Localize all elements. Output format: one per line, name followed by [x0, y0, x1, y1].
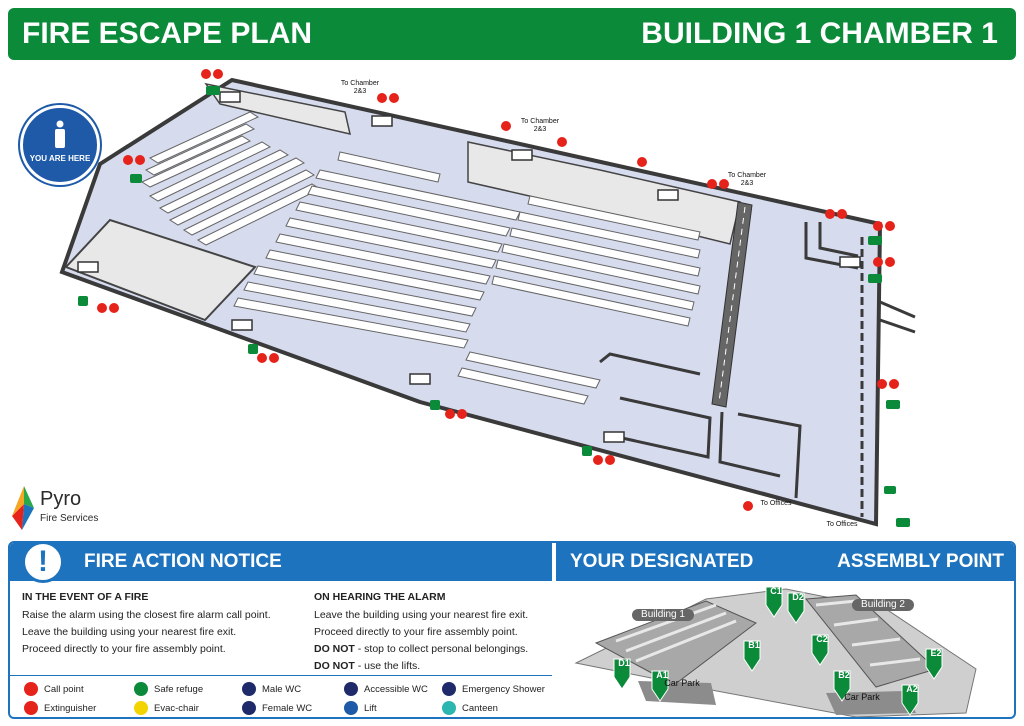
notice-bar: ! FIRE ACTION NOTICE	[10, 543, 552, 583]
assembly-title-right: ASSEMBLY POINT	[837, 551, 1004, 572]
alarm-heading: ON HEARING THE ALARM	[314, 591, 446, 603]
room-upper-left	[204, 82, 351, 135]
label-to-offices-b: To Offices	[826, 521, 858, 528]
safe-refuge-icon	[134, 682, 148, 696]
brand-name: Pyro	[40, 488, 82, 510]
legend: Call point Extinguisher Safe refuge Evac…	[10, 675, 552, 717]
legend-extinguisher: Extinguisher	[24, 701, 96, 715]
female-wc-icon	[242, 701, 256, 715]
alarm-line: Proceed directly to your fire assembly p…	[314, 626, 518, 638]
notice-title: FIRE ACTION NOTICE	[84, 551, 282, 572]
alarm-line: Leave the building using your nearest fi…	[314, 609, 529, 621]
racks-centre	[233, 151, 601, 405]
evac-chair-icon	[134, 701, 148, 715]
building-stripes	[615, 599, 921, 667]
you-are-here-text: YOU ARE HERE	[29, 154, 91, 163]
car-park-1-label: Car Park	[664, 678, 700, 688]
legend-safe-refuge: Safe refuge	[134, 682, 203, 696]
interior-walls	[599, 222, 916, 517]
racks-right	[491, 195, 701, 327]
label-to-chamber-b: To Chamber 2&3	[520, 118, 560, 133]
extinguisher-icon	[24, 701, 38, 715]
building-2-label: Building 2	[852, 599, 914, 611]
event-line: Proceed directly to your fire assembly p…	[22, 643, 226, 655]
info-panel: ! FIRE ACTION NOTICE YOUR DESIGNATED ASS…	[8, 541, 1016, 719]
point-d1: D1	[618, 658, 630, 668]
legend-accessible-wc: Accessible WC	[344, 682, 428, 696]
event-heading: IN THE EVENT OF A FIRE	[22, 591, 149, 603]
plan-title: FIRE ESCAPE PLAN	[22, 17, 313, 50]
alarm-column: ON HEARING THE ALARM Leave the building …	[314, 589, 549, 675]
pyro-logo-icon	[12, 486, 34, 530]
floor-plan	[59, 69, 916, 527]
building-title: BUILDING 1 CHAMBER 1	[641, 17, 998, 50]
room-top-right	[467, 141, 741, 245]
room-left	[64, 218, 257, 322]
point-c2: C2	[816, 634, 828, 644]
emergency-shower-icon	[442, 682, 456, 696]
legend-evac-chair: Evac-chair	[134, 701, 199, 715]
assembly-bar: YOUR DESIGNATED ASSEMBLY POINT	[556, 543, 1014, 581]
point-c1: C1	[770, 586, 782, 596]
male-wc-icon	[242, 682, 256, 696]
brand-sub: Fire Services	[40, 513, 99, 524]
call-point-icon	[24, 682, 38, 696]
fire-markers	[97, 69, 899, 511]
person-icon	[55, 120, 65, 148]
exit-markers	[78, 86, 910, 527]
header-bar: FIRE ESCAPE PLAN BUILDING 1 CHAMBER 1	[8, 8, 1016, 60]
racks-left	[140, 111, 322, 246]
corridor	[711, 201, 753, 408]
point-a2: A2	[906, 684, 918, 694]
legend-male-wc: Male WC	[242, 682, 301, 696]
label-to-chamber-c: To Chamber 2&3	[727, 172, 767, 187]
point-a1: A1	[656, 670, 668, 680]
event-line: Leave the building using your nearest fi…	[22, 626, 237, 638]
legend-call-point: Call point	[24, 682, 84, 696]
assembly-title-left: YOUR DESIGNATED	[570, 551, 754, 572]
assembly-pins	[613, 586, 943, 716]
car-park-2-area	[826, 691, 916, 715]
assembly-map	[574, 586, 977, 717]
donot-line: DO NOT - use the lifts.	[314, 660, 421, 672]
label-to-offices-a: To Offices	[760, 500, 792, 507]
brand-logo: Pyro Fire Services	[10, 486, 120, 532]
lift-icon	[344, 701, 358, 715]
label-to-chamber-a: To Chamber 2&3	[340, 80, 380, 95]
point-d2: D2	[792, 592, 804, 602]
exclamation-icon: !	[22, 543, 64, 583]
building-1-label: Building 1	[632, 609, 694, 621]
stairs	[77, 91, 861, 443]
legend-canteen: Canteen	[442, 701, 498, 715]
legend-lift: Lift	[344, 701, 377, 715]
accessible-wc-icon	[344, 682, 358, 696]
point-e2: E2	[930, 648, 942, 658]
donot-line: DO NOT - stop to collect personal belong…	[314, 643, 529, 655]
event-column: IN THE EVENT OF A FIRE Raise the alarm u…	[22, 589, 292, 658]
legend-female-wc: Female WC	[242, 701, 312, 715]
point-b2: B2	[838, 670, 850, 680]
point-b1: B1	[748, 640, 760, 650]
legend-emergency-shower: Emergency Shower	[442, 682, 545, 696]
canteen-icon	[442, 701, 456, 715]
you-are-here-marker: YOU ARE HERE	[20, 105, 100, 185]
event-line: Raise the alarm using the closest fire a…	[22, 609, 271, 621]
car-park-2-label: Car Park	[844, 692, 880, 702]
